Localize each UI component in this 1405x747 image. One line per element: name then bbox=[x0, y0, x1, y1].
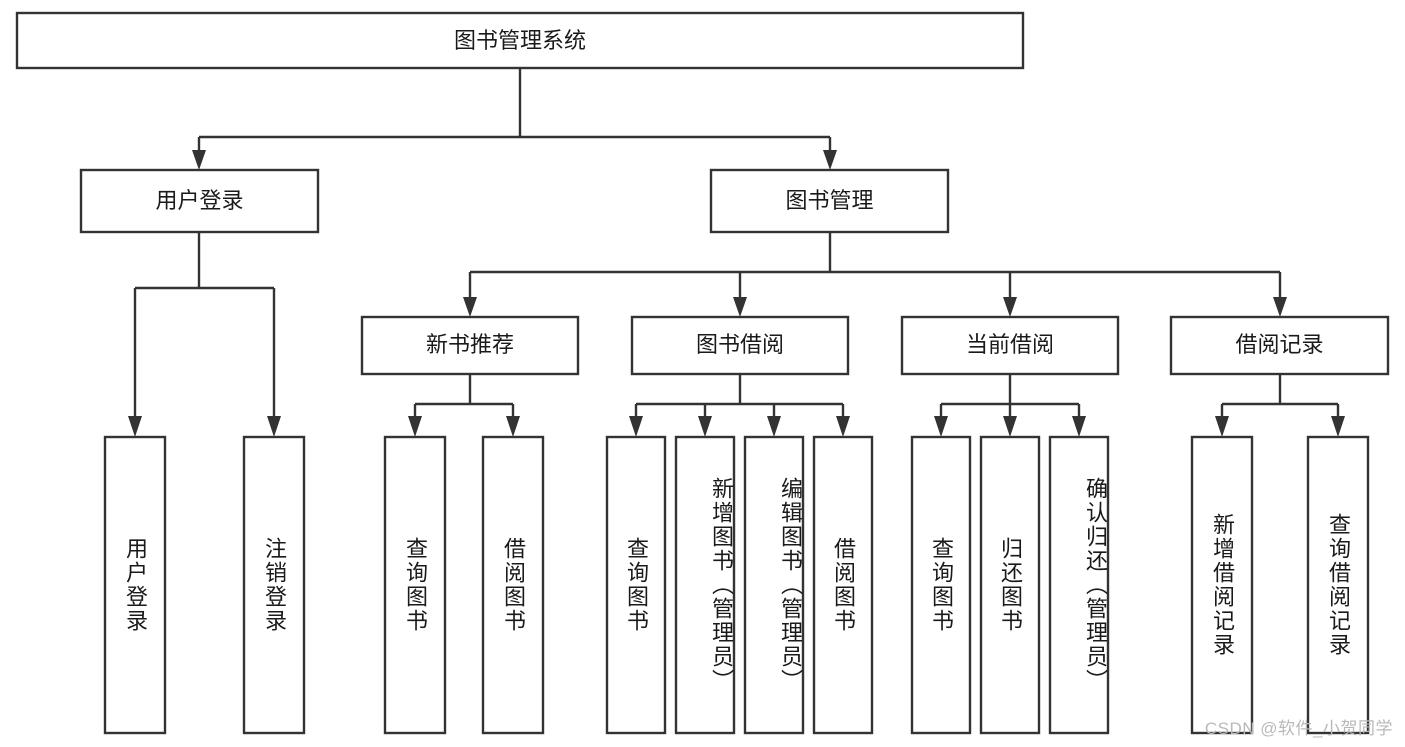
arrow-leaf-borrow-record-2 bbox=[1331, 416, 1345, 437]
node-new-book-recommend-label: 新书推荐 bbox=[426, 332, 514, 357]
node-book-manage-label: 图书管理 bbox=[785, 188, 873, 213]
leaf-book-borrow-1[interactable] bbox=[605, 435, 667, 735]
node-user-login[interactable] bbox=[79, 168, 320, 234]
node-current-borrow-label: 当前借阅 bbox=[966, 332, 1054, 357]
node-book-borrow[interactable] bbox=[630, 315, 850, 376]
arrow-leaf-book-borrow-1 bbox=[629, 416, 643, 437]
arrow-leaf-current-borrow-1 bbox=[934, 416, 948, 437]
arrow-leaf-book-borrow-4 bbox=[836, 416, 850, 437]
arrow-leaf-book-borrow-3 bbox=[767, 416, 781, 437]
watermark-text: CSDN @软件_小贺同学 bbox=[1204, 719, 1393, 738]
node-new-book-recommend[interactable] bbox=[360, 315, 580, 376]
arrow-leaf-new-book-1 bbox=[408, 416, 422, 437]
arrow-to-book-borrow bbox=[733, 297, 747, 317]
leaf-book-borrow-4[interactable] bbox=[812, 435, 874, 735]
node-root[interactable] bbox=[15, 11, 1025, 70]
arrow-to-book-manage bbox=[823, 150, 837, 170]
node-user-login-label: 用户登录 bbox=[155, 188, 243, 213]
connector-group bbox=[128, 68, 1345, 437]
arrow-to-user-login bbox=[192, 150, 206, 170]
node-current-borrow[interactable] bbox=[900, 315, 1120, 376]
arrow-leaf-user-login-1 bbox=[128, 416, 142, 437]
arrow-leaf-current-borrow-3 bbox=[1072, 416, 1086, 437]
leaf-book-borrow-2[interactable] bbox=[674, 435, 736, 735]
arrow-leaf-current-borrow-2 bbox=[1003, 416, 1017, 437]
leaf-borrow-record-1[interactable] bbox=[1190, 435, 1254, 735]
node-book-borrow-label: 图书借阅 bbox=[696, 332, 784, 357]
arrow-to-new-book bbox=[463, 297, 477, 317]
node-borrow-record-label: 借阅记录 bbox=[1235, 332, 1323, 357]
leaf-user-login-2[interactable] bbox=[242, 435, 306, 735]
leaf-new-book-2[interactable] bbox=[481, 435, 545, 735]
arrow-to-borrow-record bbox=[1273, 297, 1287, 317]
leaf-current-borrow-2[interactable] bbox=[979, 435, 1041, 735]
leaf-new-book-1[interactable] bbox=[383, 435, 447, 735]
leaf-current-borrow-1[interactable] bbox=[910, 435, 972, 735]
arrow-leaf-borrow-record-1 bbox=[1215, 416, 1229, 437]
node-borrow-record[interactable] bbox=[1169, 315, 1390, 376]
node-book-manage[interactable] bbox=[709, 168, 950, 234]
arrow-to-current-borrow bbox=[1003, 297, 1017, 317]
arrow-leaf-new-book-2 bbox=[506, 416, 520, 437]
leaf-user-login-1[interactable] bbox=[103, 435, 167, 735]
node-root-label: 图书管理系统 bbox=[454, 28, 586, 53]
arrow-leaf-user-login-2 bbox=[267, 416, 281, 437]
arrow-leaf-book-borrow-2 bbox=[698, 416, 712, 437]
leaf-borrow-record-2[interactable] bbox=[1306, 435, 1370, 735]
leaf-current-borrow-3[interactable] bbox=[1048, 435, 1110, 735]
leaf-book-borrow-3[interactable] bbox=[743, 435, 805, 735]
